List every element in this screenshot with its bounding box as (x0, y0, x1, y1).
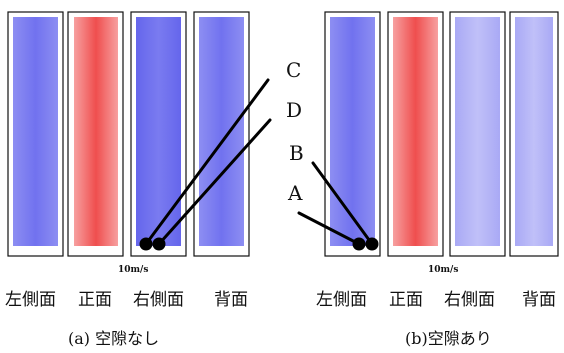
pointer-line-d (157, 118, 272, 246)
panel-b-face-right-label: 右側面 (444, 290, 495, 310)
dot-b (365, 237, 379, 251)
panel-a-back-face (193, 11, 250, 257)
point-label-b: B (289, 141, 304, 165)
panel-a-caption: (a) 空隙なし (68, 329, 160, 348)
panel-a-right-face (130, 11, 187, 257)
dot-a (352, 237, 366, 251)
panel-b-faces (324, 11, 559, 257)
panel-b-face-front-label: 正面 (389, 290, 423, 310)
panel-b-back-face (509, 11, 559, 257)
panel-a-speed-label: 10m/s (118, 265, 149, 275)
panel-a-face-left-label: 左側面 (5, 290, 56, 310)
measurement-dots (139, 237, 379, 251)
panel-a-left-face (7, 11, 64, 257)
pointer-lines (144, 78, 374, 246)
dot-c (139, 237, 153, 251)
panel-b-speed-label: 10m/s (428, 265, 459, 275)
panel-b-face-back-label: 背面 (522, 290, 556, 310)
point-label-c: C (286, 58, 302, 82)
panel-a-faces (7, 11, 250, 257)
panel-a-face-back-label: 背面 (214, 290, 248, 310)
panel-a-face-front-label: 正面 (78, 290, 112, 310)
panel-b-front-face (387, 11, 444, 257)
pointer-line-b (311, 161, 374, 246)
point-label-a: A (288, 181, 303, 205)
pointer-line-a (297, 211, 361, 246)
point-label-d: D (286, 98, 303, 122)
panel-b-face-left-label: 左側面 (316, 290, 367, 310)
panel-b-right-face (449, 11, 506, 257)
panel-b-caption: (b)空隙あり (405, 329, 492, 348)
dot-d (152, 237, 166, 251)
pointer-line-c (144, 78, 270, 246)
panel-a-front-face (67, 11, 124, 257)
panel-a-face-right-label: 右側面 (133, 290, 184, 310)
